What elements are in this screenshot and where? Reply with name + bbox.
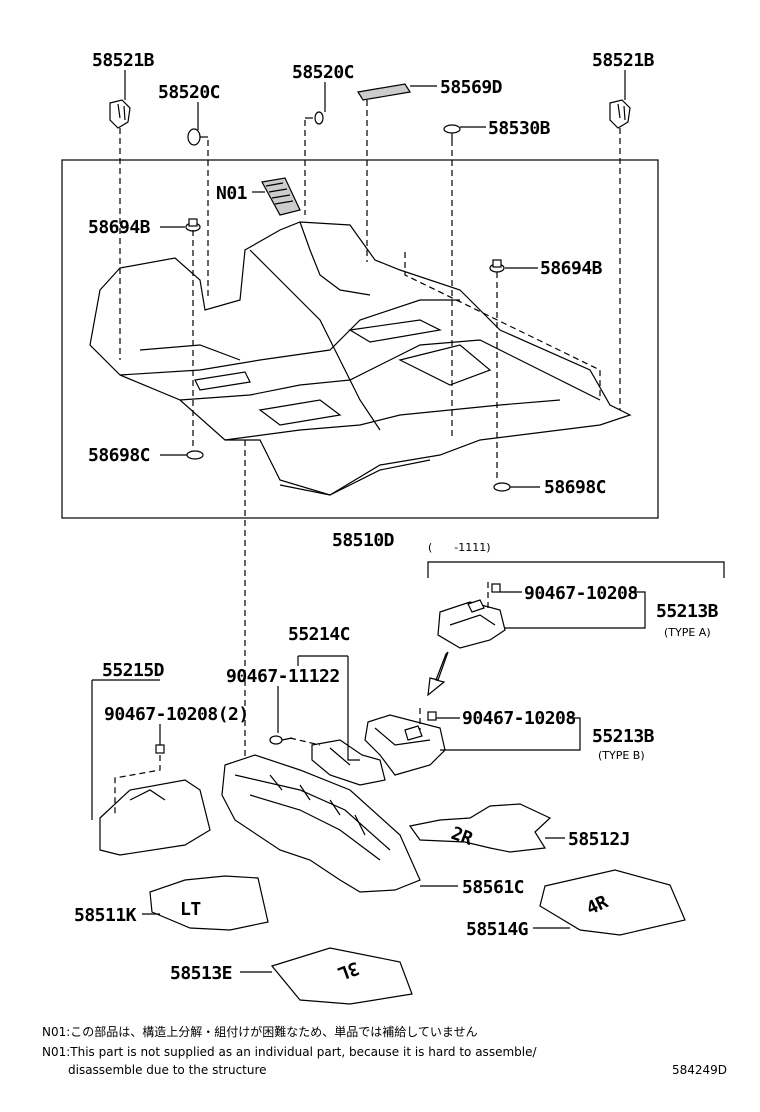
note-en-2: disassemble due to the structure bbox=[68, 1063, 267, 1077]
clip-58521b-right bbox=[609, 99, 631, 129]
label-58698c-left: 58698C bbox=[88, 445, 150, 466]
label-type-b: (TYPE B) bbox=[598, 749, 645, 762]
label-90467-10208-2: 90467-10208(2) bbox=[104, 704, 249, 725]
nut-b bbox=[427, 711, 437, 721]
label-58530b: 58530B bbox=[488, 118, 551, 139]
floor-carpet-58510d bbox=[89, 221, 632, 496]
mat-58512j bbox=[408, 803, 552, 853]
fastener-58694b-left bbox=[185, 218, 201, 232]
label-90467-10208-b: 90467-10208 bbox=[462, 708, 576, 729]
label-55214c: 55214C bbox=[288, 624, 350, 645]
n01-part bbox=[261, 177, 301, 216]
label-n01: N01 bbox=[216, 183, 247, 204]
label-55215d: 55215D bbox=[102, 660, 165, 681]
label-58569d: 58569D bbox=[440, 77, 503, 98]
label-58513e: 58513E bbox=[170, 963, 232, 984]
bolt-90467-11122 bbox=[269, 735, 293, 745]
label-58561c: 58561C bbox=[462, 877, 524, 898]
label-55213b-b: 55213B bbox=[592, 726, 655, 747]
nut-a bbox=[491, 583, 501, 593]
clip-58521b-left bbox=[109, 99, 131, 129]
label-58510d: 58510D bbox=[332, 530, 395, 551]
bracket-55214c bbox=[311, 739, 386, 786]
label-58520c-left: 58520C bbox=[158, 82, 220, 103]
carpet-frame bbox=[61, 159, 659, 519]
label-58512j: 58512J bbox=[568, 829, 630, 850]
label-58514g: 58514G bbox=[466, 919, 528, 940]
note-en-1: N01:This part is not supplied as an indi… bbox=[42, 1045, 537, 1059]
pin-58520c-left bbox=[187, 128, 208, 146]
label-58694b-right: 58694B bbox=[540, 258, 603, 279]
label-58694b-left: 58694B bbox=[88, 217, 151, 238]
cover-55213b-type-b bbox=[364, 714, 446, 776]
diagram-code: 584249D bbox=[672, 1063, 727, 1077]
pin-58520c-top bbox=[305, 111, 324, 125]
nut-90467-10208-2 bbox=[155, 744, 165, 754]
note-jp: N01:この部品は、構造上分解・組付けが困難なため、単品では補給していません bbox=[42, 1024, 478, 1039]
mat-58511k bbox=[149, 875, 269, 931]
label-90467-11122: 90467-11122 bbox=[226, 666, 340, 687]
label-58521b-left: 58521B bbox=[92, 50, 155, 71]
mat-58513e bbox=[270, 947, 413, 1005]
label-58520c-top: 58520C bbox=[292, 62, 354, 83]
label-90467-10208-a: 90467-10208 bbox=[524, 583, 638, 604]
plug-58530b bbox=[443, 124, 461, 140]
cover-55213b-type-a bbox=[437, 599, 506, 649]
label-55213b-a: 55213B bbox=[656, 601, 719, 622]
mat-lt-text: LT bbox=[180, 899, 201, 920]
arrow-indicator bbox=[427, 651, 449, 697]
tunnel-58561c bbox=[221, 754, 421, 893]
fastener-58694b-right bbox=[489, 259, 505, 273]
label-type-a: (TYPE A) bbox=[664, 626, 711, 639]
label-58511k: 58511K bbox=[74, 905, 137, 926]
label-58698c-right: 58698C bbox=[544, 477, 606, 498]
strip-58569d bbox=[357, 83, 411, 101]
label-58521b-right: 58521B bbox=[592, 50, 655, 71]
label-range: ( -1111) bbox=[428, 541, 491, 554]
panel-55215d bbox=[99, 779, 211, 856]
fastener-58698c-left bbox=[186, 450, 204, 460]
mat-58514g bbox=[539, 869, 686, 936]
fastener-58698c-right bbox=[493, 482, 511, 492]
